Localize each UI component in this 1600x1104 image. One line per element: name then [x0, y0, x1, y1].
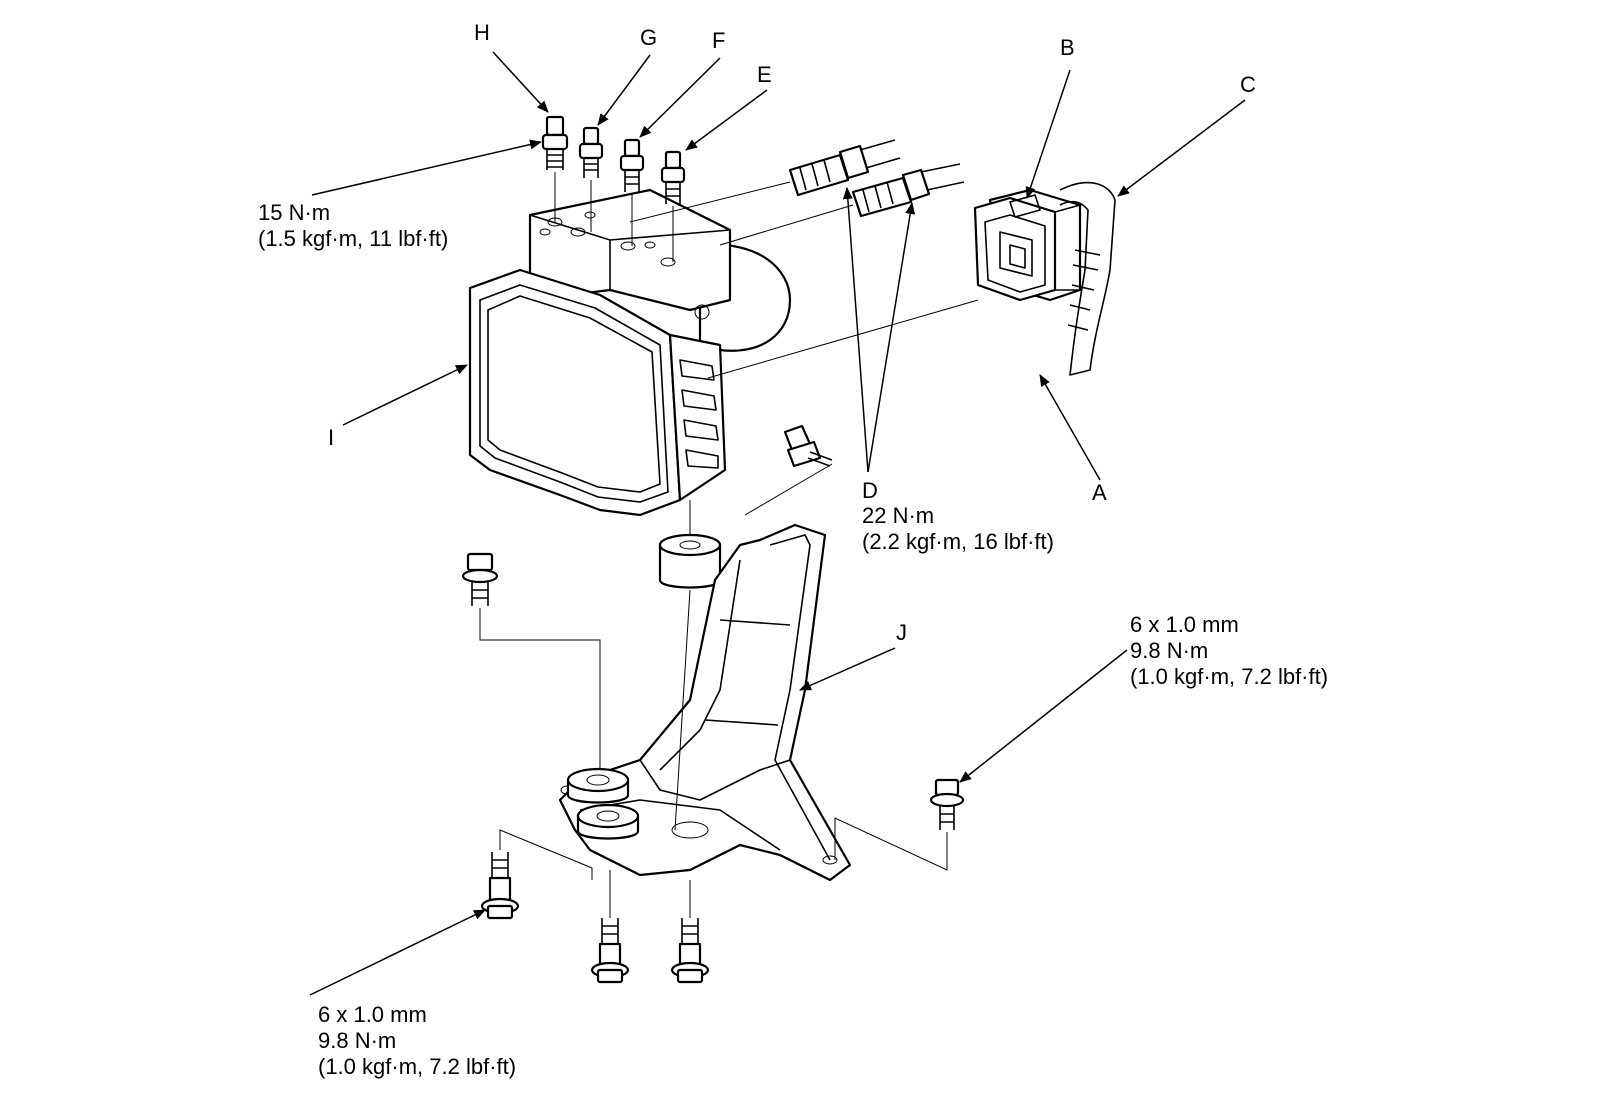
- callout-i: I: [328, 425, 334, 450]
- torque-right-conversion: (1.0 kgf·m, 7.2 lbf·ft): [1130, 664, 1328, 689]
- bracket-bolt-right: [834, 778, 965, 871]
- abs-mounting-bracket: [558, 523, 852, 882]
- torque-d-conversion: (2.2 kgf·m, 16 lbf·ft): [862, 529, 1054, 554]
- callout-c: C: [1240, 72, 1256, 97]
- bracket-stud-bolt-lower-left: [480, 829, 593, 920]
- leader-lines: [309, 51, 1246, 996]
- bracket-stud-bolt-lower-right: [670, 880, 710, 984]
- torque-bottom-value: 9.8 N·m: [318, 1028, 396, 1053]
- brake-line-fitting-d-upper: [629, 139, 901, 223]
- callout-g: G: [640, 25, 657, 50]
- brake-line-fitting-e: [660, 150, 686, 262]
- brake-line-fitting-h: [541, 115, 569, 222]
- bracket-mount-bolt-upper: [744, 424, 833, 516]
- torque-right-bolt-size: 6 x 1.0 mm: [1130, 612, 1239, 637]
- rubber-mount-upper: [658, 500, 722, 589]
- torque-d-value: 22 N·m: [862, 503, 934, 528]
- torque-fittings-conversion: (1.5 kgf·m, 11 lbf·ft): [258, 226, 448, 251]
- brake-line-fitting-g: [578, 126, 604, 232]
- rubber-mount-bracket-front: [576, 803, 640, 840]
- callout-h: H: [474, 20, 490, 45]
- torque-bottom-conversion: (1.0 kgf·m, 7.2 lbf·ft): [318, 1054, 516, 1079]
- bracket-bolt-upper-left: [461, 552, 601, 768]
- abs-harness-connector: [707, 181, 1116, 379]
- abs-modulator-unit: [468, 188, 792, 517]
- callout-f: F: [712, 28, 725, 53]
- brake-line-fitting-d-lower: [719, 163, 965, 246]
- torque-right-value: 9.8 N·m: [1130, 638, 1208, 663]
- bracket-stud-bolt-lower-middle: [590, 870, 630, 984]
- torque-fittings-value: 15 N·m: [258, 200, 330, 225]
- callout-d: D: [862, 478, 878, 503]
- callout-j: J: [896, 620, 907, 645]
- torque-bottom-bolt-size: 6 x 1.0 mm: [318, 1002, 427, 1027]
- brake-line-fitting-f: [619, 138, 645, 246]
- callout-e: E: [757, 62, 772, 87]
- callout-b: B: [1060, 35, 1075, 60]
- callout-a: A: [1092, 480, 1107, 505]
- rubber-mount-bracket-rear: [566, 767, 630, 804]
